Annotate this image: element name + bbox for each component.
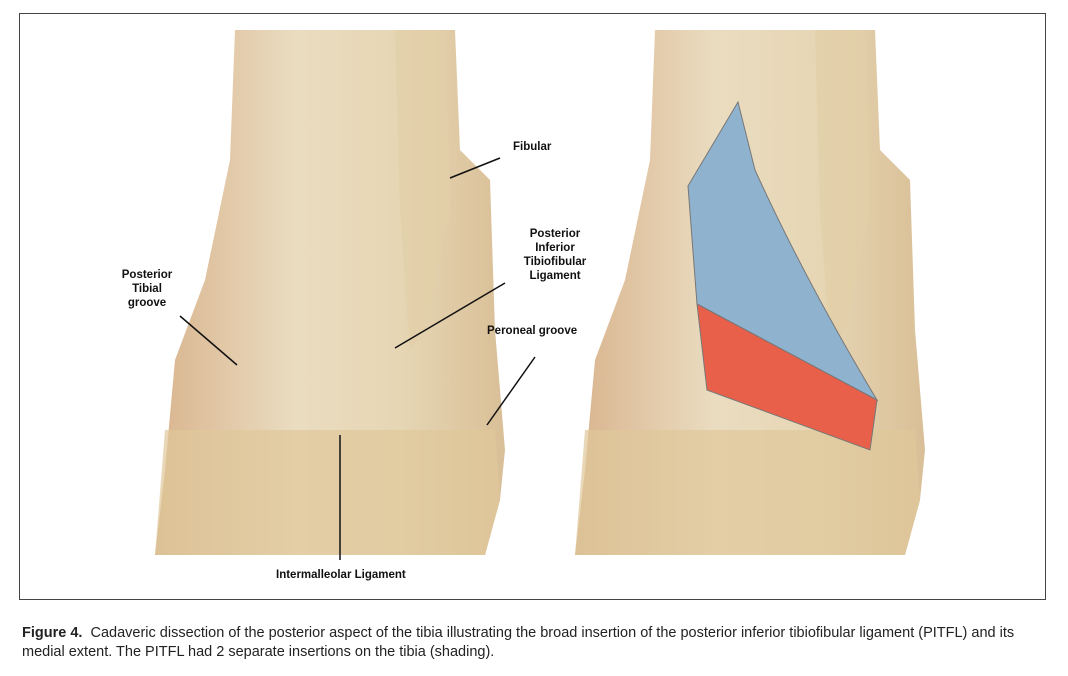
- label-pitfl: Posterior Inferior Tibiofibular Ligament: [515, 227, 595, 283]
- figure-number: Figure 4.: [22, 625, 83, 641]
- label-fibular: Fibular: [513, 141, 552, 153]
- figure-caption: Figure 4. Cadaveric dissection of the po…: [22, 624, 1052, 662]
- cadaver-photo-right: [575, 30, 925, 555]
- figure-frame: [19, 13, 1046, 600]
- label-line: Posterior: [529, 228, 581, 240]
- label-posterior-tibial-groove: Posterior Tibial groove: [112, 268, 182, 310]
- label-line: Tibial: [132, 283, 162, 295]
- label-line: Ligament: [529, 270, 581, 282]
- lower-insertion-shading: [696, 303, 878, 451]
- label-line: Inferior: [535, 242, 575, 254]
- label-intermalleolar-ligament: Intermalleolar Ligament: [276, 569, 406, 581]
- label-peroneal-groove: Peroneal groove: [487, 325, 578, 337]
- label-line: Tibiofibular: [523, 256, 587, 268]
- caption-text: Cadaveric dissection of the posterior as…: [22, 625, 1015, 660]
- cadaver-photo-left: [155, 30, 505, 555]
- label-line: groove: [127, 297, 167, 309]
- label-line: Posterior: [121, 269, 173, 281]
